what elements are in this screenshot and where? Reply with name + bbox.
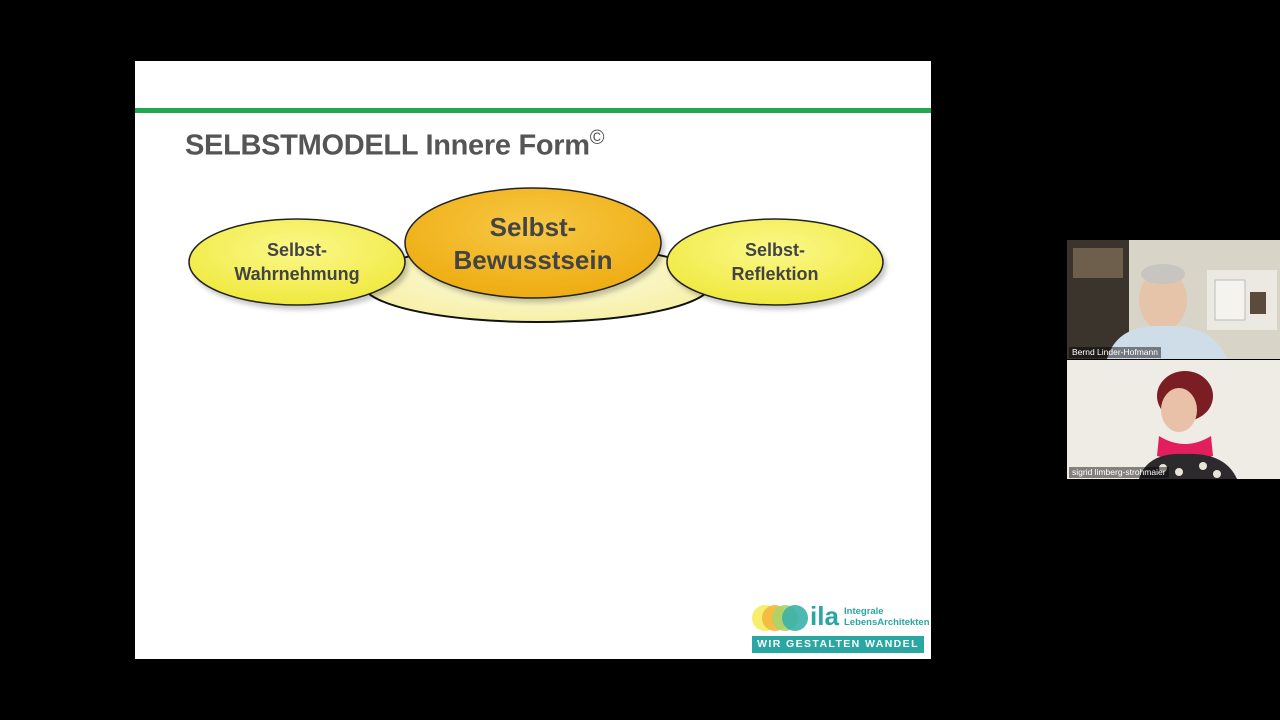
- node-self-perception-line1: Selbst-: [267, 240, 327, 260]
- node-self-awareness-line2: Bewusstsein: [454, 245, 613, 275]
- participant-name: sigrid limberg-strohmaier: [1069, 467, 1169, 478]
- node-self-reflection-line1: Selbst-: [745, 240, 805, 260]
- node-self-perception-line2: Wahrnehmung: [234, 264, 359, 284]
- node-self-reflection[interactable]: Selbst- Reflektion: [666, 218, 884, 306]
- participant-video-tile[interactable]: sigrid limberg-strohmaier: [1067, 360, 1280, 479]
- participant-video-feed: [1067, 360, 1280, 479]
- overlapping-circles-icon: [752, 605, 808, 633]
- logo-tagline: WIR GESTALTEN WANDEL: [752, 636, 924, 653]
- ila-logo: ila Integrale LebensArchitekten WIR GEST…: [752, 601, 930, 653]
- logo-name-line2: LebensArchitekten: [844, 617, 930, 628]
- logo-name-line1: Integrale: [844, 606, 884, 617]
- self-model-diagram: Selbst- Wahrnehmung Selbst- Reflektion S…: [188, 187, 884, 323]
- presentation-slide: SELBSTMODELL Innere Form© Selbst- Wa: [135, 61, 931, 659]
- logo-company-name: Integrale LebensArchitekten: [844, 606, 930, 628]
- node-self-awareness[interactable]: Selbst- Bewusstsein: [404, 187, 662, 299]
- header-divider: [135, 108, 931, 113]
- participant-name: Bernd Linder-Hofmann: [1069, 347, 1161, 358]
- logo-brand: ila: [810, 601, 839, 631]
- node-self-perception[interactable]: Selbst- Wahrnehmung: [188, 218, 406, 306]
- participant-video-feed: [1067, 240, 1280, 359]
- copyright-mark: ©: [589, 127, 605, 149]
- slide-title-text: SELBSTMODELL Innere Form: [185, 129, 590, 162]
- node-self-awareness-line1: Selbst-: [490, 212, 577, 242]
- participant-video-tile[interactable]: Bernd Linder-Hofmann: [1067, 240, 1280, 359]
- node-self-reflection-line2: Reflektion: [731, 264, 818, 284]
- slide-title: SELBSTMODELL Innere Form©: [185, 127, 604, 163]
